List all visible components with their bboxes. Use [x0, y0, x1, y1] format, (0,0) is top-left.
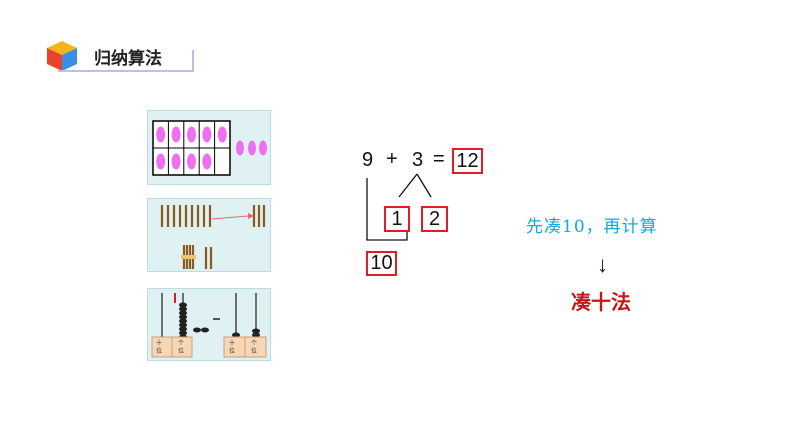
split-part-2: 2 — [428, 208, 441, 230]
section-header — [44, 38, 194, 72]
split-box-2: 2 — [421, 206, 448, 232]
tens-place-label: 十位 — [229, 341, 236, 355]
split-box-1: 1 — [384, 206, 410, 232]
page-title: 归纳算法 — [94, 49, 162, 68]
addend-a: 9 — [362, 149, 374, 171]
make-ten-box: 10 — [366, 251, 397, 276]
abacus-panel: 十位 个位 十位 个位 — [147, 288, 271, 361]
abacus-illustration — [151, 293, 267, 358]
split-part-1: 1 — [391, 208, 403, 230]
ten-frame-illustration — [152, 120, 267, 176]
counting-sticks-illustration — [160, 205, 266, 269]
ten-frame-panel — [147, 110, 271, 185]
make-ten-value: 10 — [370, 252, 393, 274]
equals-sign: = — [433, 148, 445, 170]
ones-place-label: 个位 — [178, 341, 185, 355]
counting-sticks-panel — [147, 198, 271, 272]
header-side-line — [192, 50, 194, 72]
tens-place-label: 十位 — [156, 341, 163, 355]
down-arrow-icon: ↓ — [597, 252, 608, 277]
decomposition-lines — [366, 173, 432, 241]
method-name: 凑十法 — [571, 290, 631, 314]
cube-icon — [47, 41, 77, 71]
result-box: 12 — [452, 148, 483, 174]
strategy-note: 先凑10，再计算 — [526, 217, 658, 237]
plus-sign: + — [386, 148, 398, 170]
addend-b: 3 — [412, 149, 424, 171]
header-underline — [58, 70, 194, 72]
result-value: 12 — [456, 150, 479, 172]
ones-place-label: 个位 — [251, 341, 258, 355]
